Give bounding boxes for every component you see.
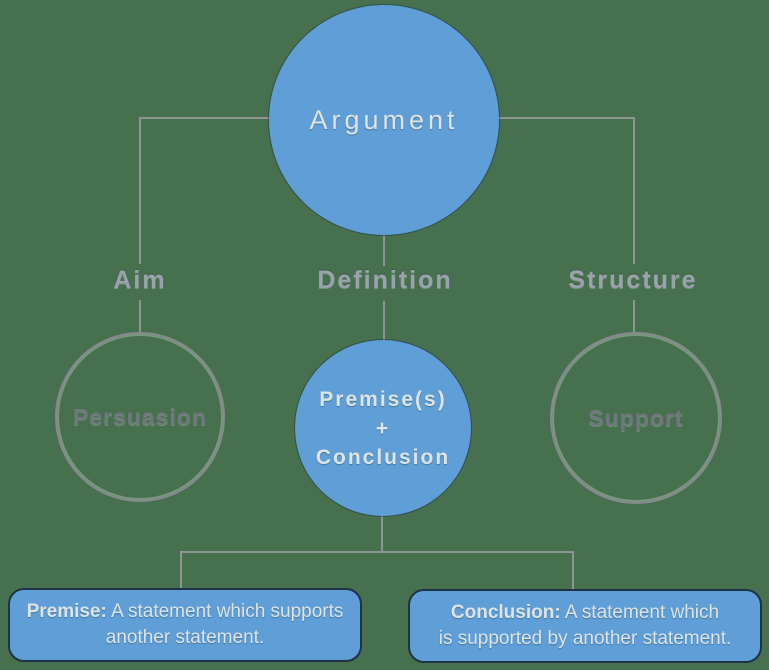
leaf-premise-lead: Premise: <box>26 601 107 622</box>
root-node-argument: Argument <box>269 5 499 235</box>
leaf-box-premise: Premise: A statement which supports anot… <box>8 588 362 662</box>
connector-argument-definition-vertical <box>383 232 385 266</box>
branch-label-definition: Definition <box>317 266 453 294</box>
leaf-box-conclusion: Conclusion: A statement which is support… <box>408 589 762 663</box>
node-persuasion-label: Persuasion <box>73 403 207 430</box>
branch-label-structure: Structure <box>568 266 698 294</box>
leaf-premise-rest: A statement which supports <box>106 601 344 622</box>
connector-argument-aim-vertical <box>139 117 141 264</box>
connector-leaves-horizontal <box>180 551 574 553</box>
leaf-conclusion-lead: Conclusion: <box>450 602 561 623</box>
leaf-conclusion-line2: is supported by another statement. <box>438 628 732 649</box>
connector-premise-leaf-vertical <box>180 551 182 589</box>
leaf-conclusion-rest: A statement which <box>560 602 720 623</box>
connector-aim-persuasion-vertical <box>139 300 141 334</box>
connector-conclusion-leaf-vertical <box>572 551 574 590</box>
leaf-conclusion-text: Conclusion: A statement which is support… <box>439 600 732 652</box>
node-support-label: Support <box>588 404 684 431</box>
leaf-premise-line2: another statement. <box>105 627 265 648</box>
node-persuasion: Persuasion <box>55 332 225 502</box>
node-premise-conclusion: Premise(s) + Conclusion <box>295 340 471 516</box>
leaf-premise-text: Premise: A statement which supports anot… <box>27 599 344 651</box>
branch-label-aim: Aim <box>113 266 167 294</box>
node-premise-line: Premise(s) <box>319 387 447 411</box>
connector-definition-premise-vertical <box>383 301 385 342</box>
node-conclusion-line: Conclusion <box>315 445 451 469</box>
node-support: Support <box>550 332 722 504</box>
root-node-label: Argument <box>309 104 459 135</box>
connector-premise-node-stem <box>381 513 383 553</box>
node-plus-line: + <box>375 416 391 440</box>
connector-argument-structure-horizontal <box>498 117 635 119</box>
connector-structure-support-vertical <box>633 300 635 333</box>
connector-argument-structure-vertical <box>633 117 635 264</box>
connector-argument-aim-horizontal <box>139 117 271 119</box>
